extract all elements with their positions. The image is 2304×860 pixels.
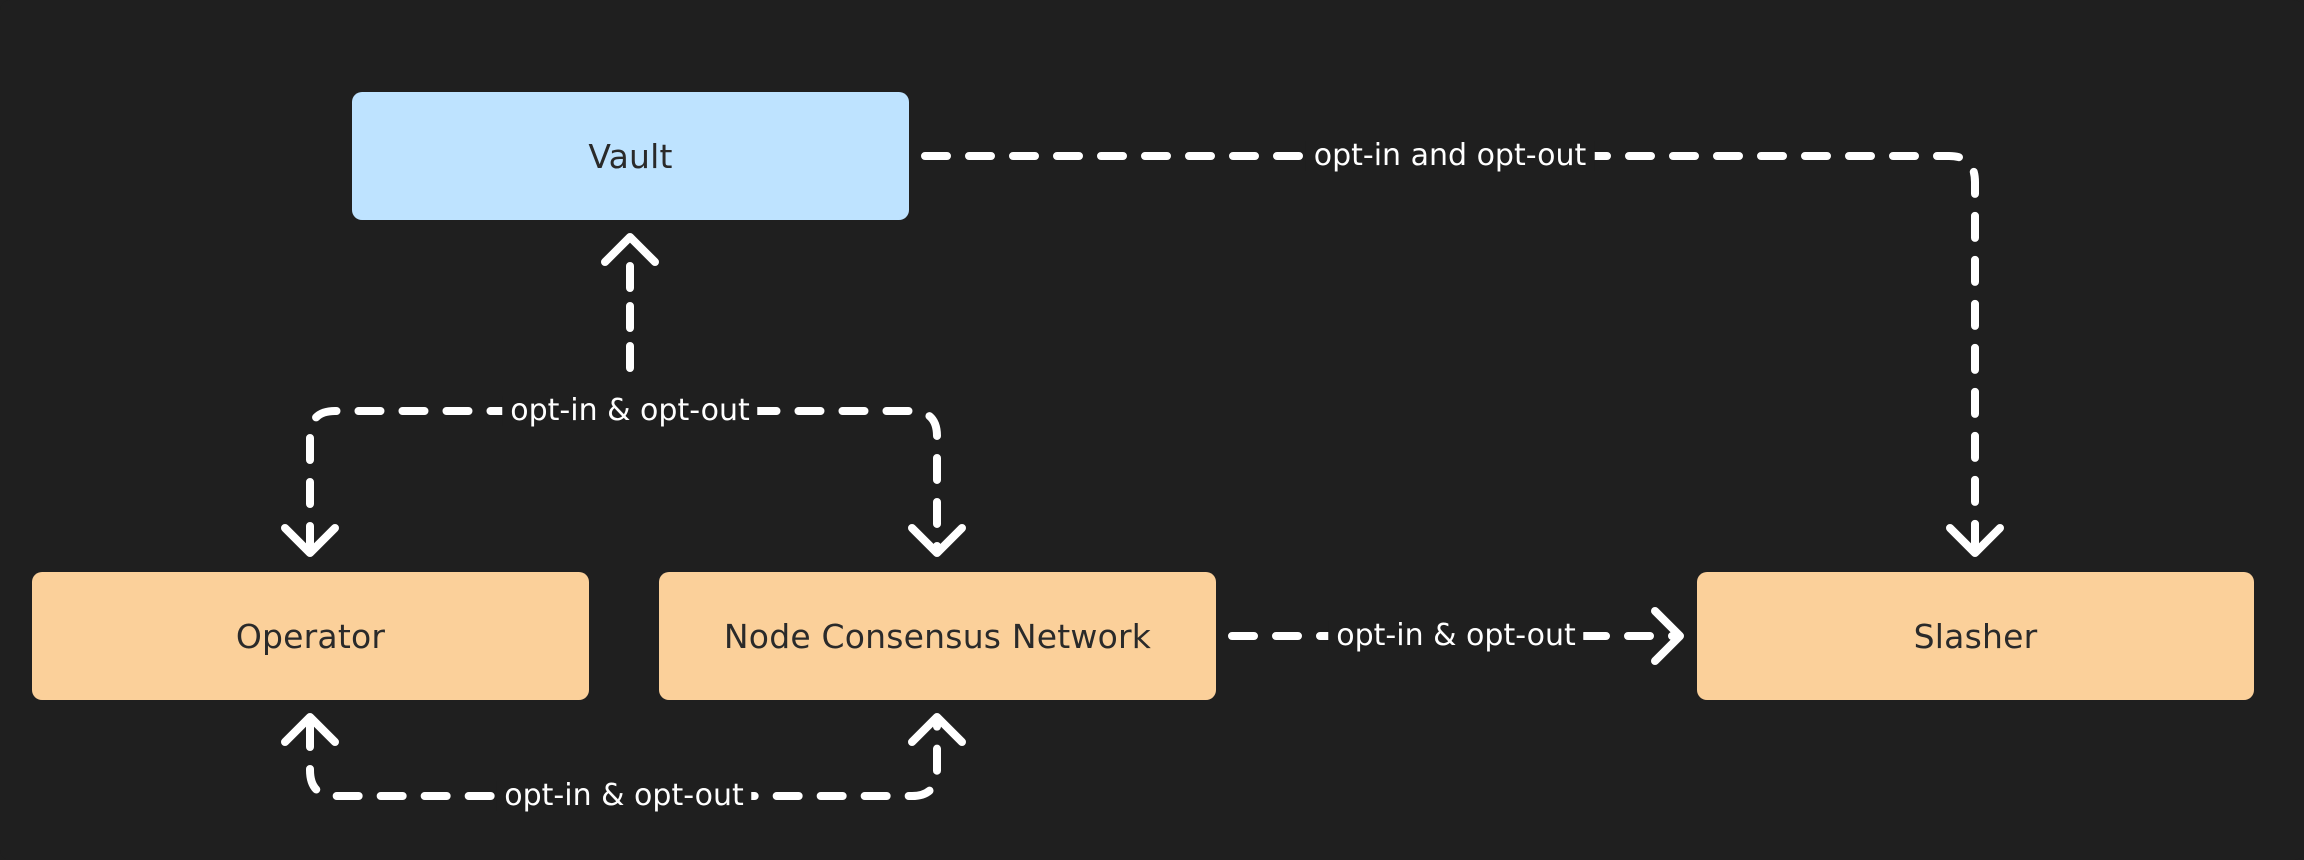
- edge-label-operator-ncn-top: opt-in & opt-out: [502, 396, 758, 426]
- arrowhead-slasher-left: [1651, 607, 1684, 665]
- node-vault-label: Vault: [588, 136, 673, 176]
- node-consensus-network-label: Node Consensus Network: [723, 616, 1152, 656]
- arrowhead-slasher-top: [1946, 524, 2004, 557]
- node-slasher-label: Slasher: [1913, 616, 2038, 656]
- edge-label-vault-slasher: opt-in and opt-out: [1305, 141, 1595, 171]
- edge-operator-ncn-top: [306, 407, 941, 552]
- edge-label-ncn-slasher: opt-in & opt-out: [1328, 621, 1584, 651]
- arrowhead-operator-bottom: [281, 713, 339, 746]
- node-vault: Vault: [352, 92, 909, 220]
- arrowhead-ncn-bottom: [908, 713, 966, 746]
- edge-vault-slasher: [921, 152, 1979, 552]
- arrowhead-ncn-top: [908, 524, 966, 557]
- node-slasher: Slasher: [1697, 572, 2254, 700]
- node-operator: Operator: [32, 572, 589, 700]
- node-operator-label: Operator: [235, 616, 386, 656]
- arrowhead-vault-bottom: [601, 233, 659, 266]
- edge-label-operator-ncn-bottom: opt-in & opt-out: [496, 781, 752, 811]
- arrowhead-operator-top: [281, 524, 339, 557]
- node-consensus-network: Node Consensus Network: [659, 572, 1216, 700]
